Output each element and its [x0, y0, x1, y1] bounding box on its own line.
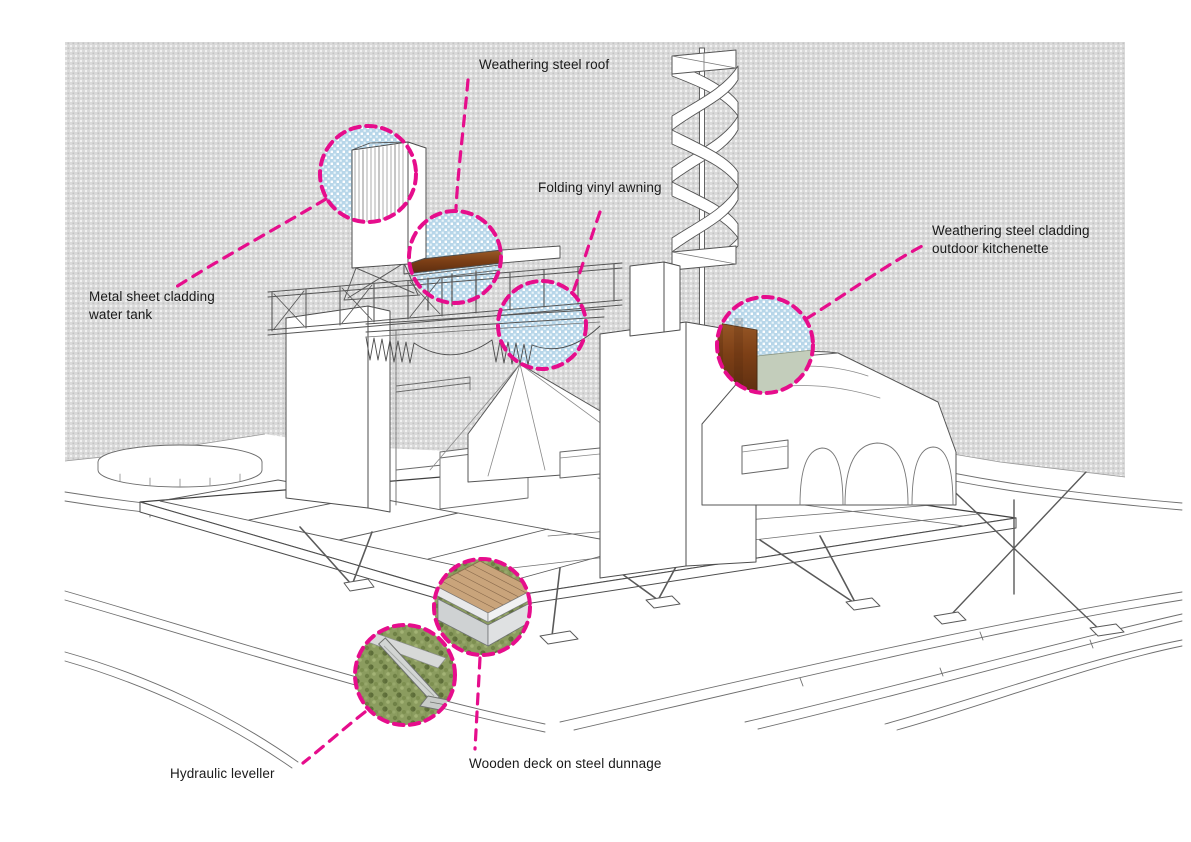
label-line: Hydraulic leveller	[170, 766, 275, 781]
scene	[64, 47, 1183, 769]
leader-wood-deck	[473, 656, 482, 751]
folding-awning	[365, 321, 601, 366]
label-line: Folding vinyl awning	[538, 180, 662, 195]
label-line: Weathering steel roof	[479, 57, 610, 72]
callout-ring-awning	[496, 279, 588, 371]
callout-reveals	[355, 297, 813, 725]
label-hydraulic-leveller: Hydraulic leveller	[170, 765, 275, 783]
callout-ring-leveller	[353, 623, 457, 727]
callout-fill-wood-deck	[434, 559, 530, 655]
label-wooden-deck-on-steel-dunnage: Wooden deck on steel dunnage	[469, 755, 661, 773]
callout-ring-steel-roof	[407, 209, 503, 305]
callout-ring-kitchenette	[715, 295, 815, 395]
deck-legs	[299, 471, 1125, 645]
roof-terrace	[267, 245, 623, 336]
wind-turbine	[671, 47, 739, 331]
corten-roof-band	[409, 250, 501, 274]
turbine-pole	[699, 47, 705, 331]
callout-rings	[318, 124, 815, 727]
leader-leveller	[301, 710, 367, 765]
callout-fill-kitchenette	[717, 297, 813, 393]
left-wall	[285, 305, 391, 513]
callout-leaders	[174, 78, 930, 765]
label-line: Wooden deck on steel dunnage	[469, 756, 662, 771]
callout-ring-water-tank	[318, 124, 418, 224]
leader-steel-roof	[454, 78, 470, 210]
label-folding-vinyl-awning: Folding vinyl awning	[538, 179, 662, 197]
label-weathering-steel-cladding-outdoor-kitchenette: Weathering steel cladding outdoor kitche…	[932, 222, 1090, 258]
chimney	[629, 261, 665, 337]
label-metal-sheet-cladding-water-tank: Metal sheet cladding water tank	[89, 288, 215, 324]
turbine-helix	[671, 61, 739, 269]
label-line: Weathering steel cladding	[932, 223, 1090, 238]
label-line: outdoor kitchenette	[932, 240, 1049, 256]
label-line: Metal sheet cladding	[89, 289, 215, 304]
label-weathering-steel-roof: Weathering steel roof	[479, 56, 609, 74]
leader-water-tank	[174, 197, 328, 289]
tank-corrugation	[354, 143, 404, 222]
leader-kitchenette	[804, 241, 930, 321]
callout-ring-wood-deck	[432, 557, 532, 657]
label-line: water tank	[89, 306, 153, 322]
left-terrace	[97, 444, 263, 488]
leader-awning	[571, 210, 602, 294]
kitchenette-counter	[741, 439, 789, 475]
